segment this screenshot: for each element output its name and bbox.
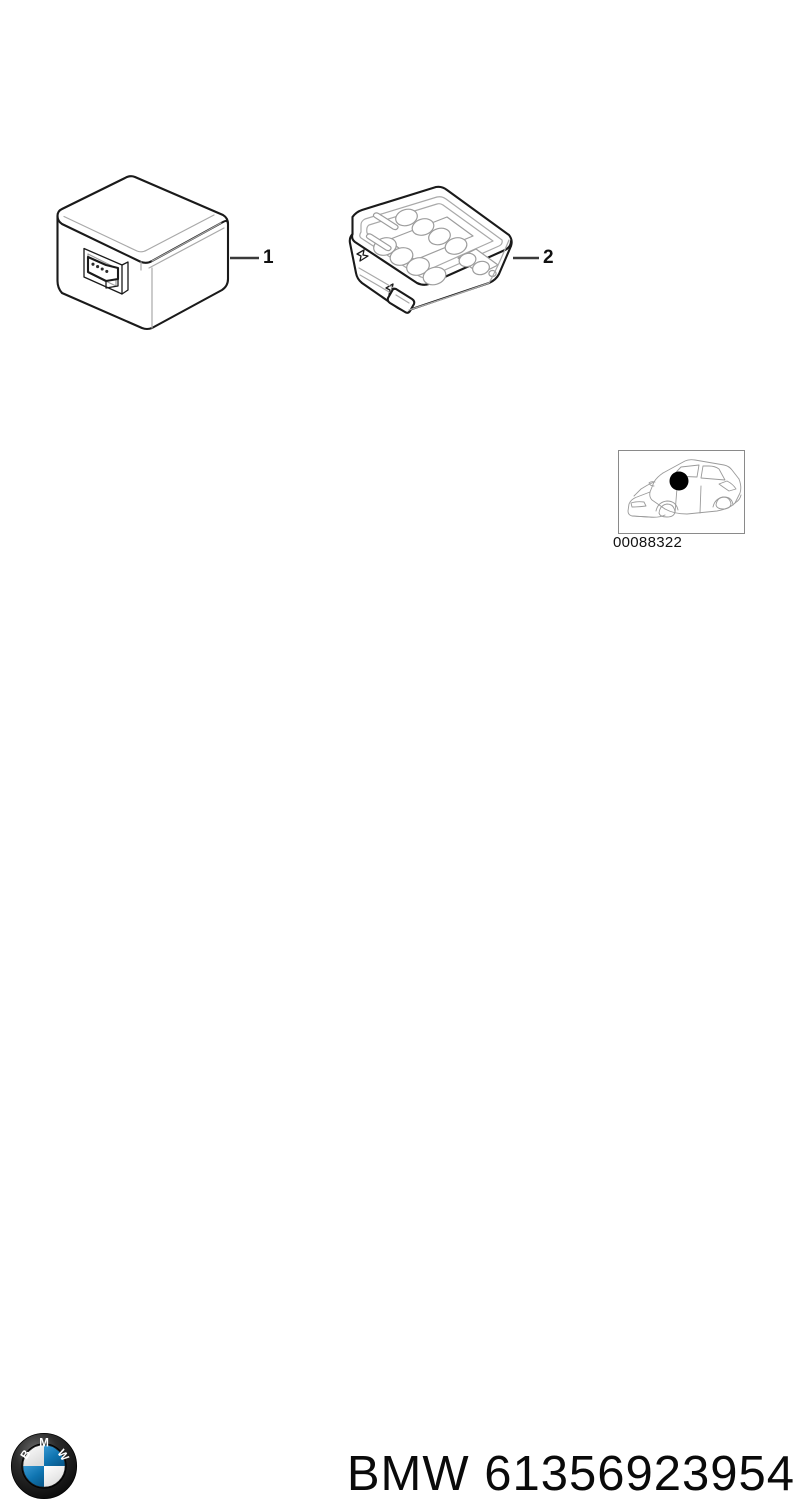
- thumbnail-reference-code: 00088322: [613, 534, 683, 551]
- vehicle-outline-drawing: [627, 459, 742, 518]
- vehicle-location-thumbnail: [618, 450, 745, 534]
- part-2-fuse-relay-box: [348, 185, 513, 314]
- parts-illustration: .ln { fill:#ffffff; stroke:#1a1a1a; stro…: [56, 175, 539, 331]
- callout-number-1: 1: [263, 247, 274, 268]
- location-marker-dot: [669, 471, 689, 491]
- footer-part-number: BMW 61356923954: [346, 1447, 795, 1501]
- callout-number-2: 2: [543, 247, 554, 268]
- parts-diagram-canvas: .ln { fill:#ffffff; stroke:#1a1a1a; stro…: [0, 175, 800, 1501]
- part-1-control-unit: [56, 175, 230, 331]
- footer-bar: B M W BMW 61356923954: [0, 714, 800, 1501]
